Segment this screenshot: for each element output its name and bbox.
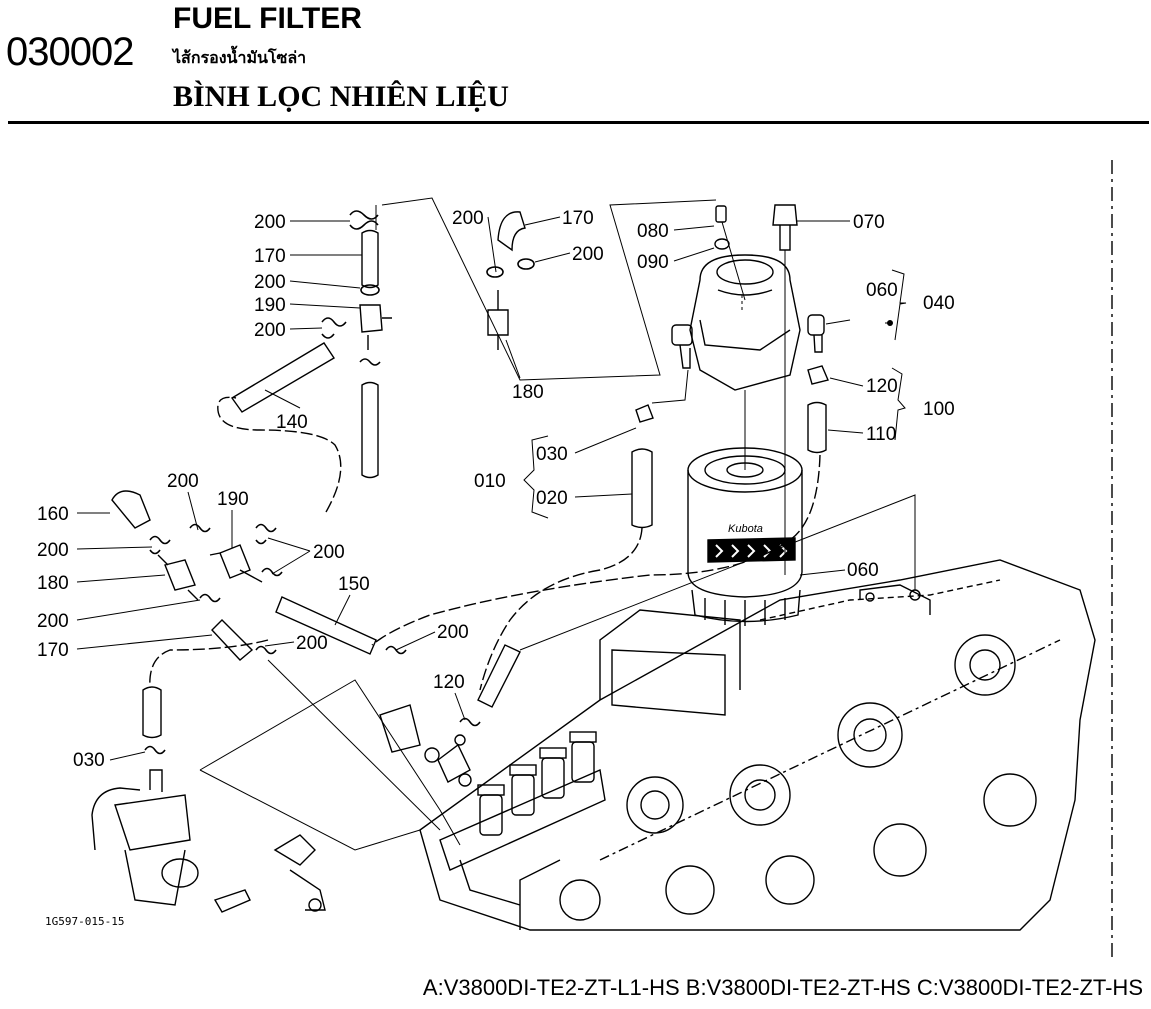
callout-030: 030 (73, 750, 105, 771)
callout-100: 100 (923, 399, 955, 420)
callout-200: 200 (254, 272, 286, 293)
filter-brand-label: Kubota (728, 523, 763, 535)
vent-screw-080 (714, 205, 746, 301)
callout-110: 110 (866, 424, 896, 445)
callout-160: 160 (37, 504, 69, 525)
hose-near-030 (142, 686, 162, 739)
callout-010: 010 (474, 471, 506, 492)
hose-110 (807, 365, 829, 454)
injection-pump (379, 704, 606, 906)
check-valve-180-upper (487, 290, 509, 350)
title-vietnamese: BÌNH LỌC NHIÊN LIỆU (173, 80, 509, 113)
hose-160 (111, 490, 151, 529)
callout-200: 200 (296, 633, 328, 654)
title-english: FUEL FILTER (173, 2, 362, 35)
part-group-code: 030002 (6, 30, 134, 74)
hose-140 (230, 342, 335, 413)
callout-040: 040 (923, 293, 955, 314)
model-applicability: A:V3800DI-TE2-ZT-L1-HS B:V3800DI-TE2-ZT-… (422, 975, 1143, 1000)
fuel-filter-cartridge: Kubota (687, 447, 803, 626)
hose-170-lower (211, 619, 254, 661)
figure-id: 1G597-015-15 (45, 915, 125, 928)
tjoint-190-upper (359, 304, 392, 350)
callout-200: 200 (313, 542, 345, 563)
callout-080: 080 (637, 221, 669, 242)
filter-head-040 (671, 254, 825, 391)
hose-020 (631, 404, 654, 529)
tjoint-190-lower (209, 544, 263, 583)
callout-150: 150 (338, 574, 370, 595)
callout-120: 120 (433, 672, 465, 693)
hose-150 (275, 596, 377, 655)
callout-200: 200 (254, 212, 286, 233)
check-valve-180-lower (157, 554, 199, 601)
callout-170: 170 (37, 640, 69, 661)
hose-170-upper (361, 229, 379, 289)
hose-lower-column (361, 381, 379, 479)
assembly-lines (199, 197, 916, 851)
callout-170: 170 (562, 208, 594, 229)
callout-200: 200 (37, 540, 69, 561)
leader-lines (76, 216, 907, 761)
callout-200: 200 (254, 320, 286, 341)
callout-090: 090 (637, 252, 669, 273)
title-thai: ไส้กรองน้ำมันโซล่า (173, 48, 307, 67)
callout-170: 170 (254, 246, 286, 267)
callout-190: 190 (217, 489, 249, 510)
cylinder-head (419, 559, 1096, 931)
callout-120: 120 (866, 376, 898, 397)
callout-200: 200 (167, 471, 199, 492)
callout-200: 200 (437, 622, 469, 643)
hose-clips (144, 210, 535, 755)
hose-170-elbow (497, 211, 526, 252)
callout-140: 140 (276, 412, 308, 433)
callout-030: 030 (536, 444, 568, 465)
callout-200: 200 (37, 611, 69, 632)
header-rule (8, 121, 1149, 124)
feed-pump (91, 769, 326, 913)
callouts: 200 170 200 190 200 140 200 170 200 180 … (37, 208, 955, 771)
callout-200: 200 (452, 208, 484, 229)
callout-070: 070 (853, 212, 885, 233)
callout-020: 020 (536, 488, 568, 509)
callout-180: 180 (512, 382, 544, 403)
callout-190: 190 (254, 295, 286, 316)
hose-near-120 (477, 644, 521, 708)
callout-180: 180 (37, 573, 69, 594)
callout-060: 060 (866, 280, 898, 301)
callout-200: 200 (572, 244, 604, 265)
callout-060: 060 (847, 560, 879, 581)
bolt-070 (772, 204, 798, 575)
reference-dot (887, 320, 893, 326)
